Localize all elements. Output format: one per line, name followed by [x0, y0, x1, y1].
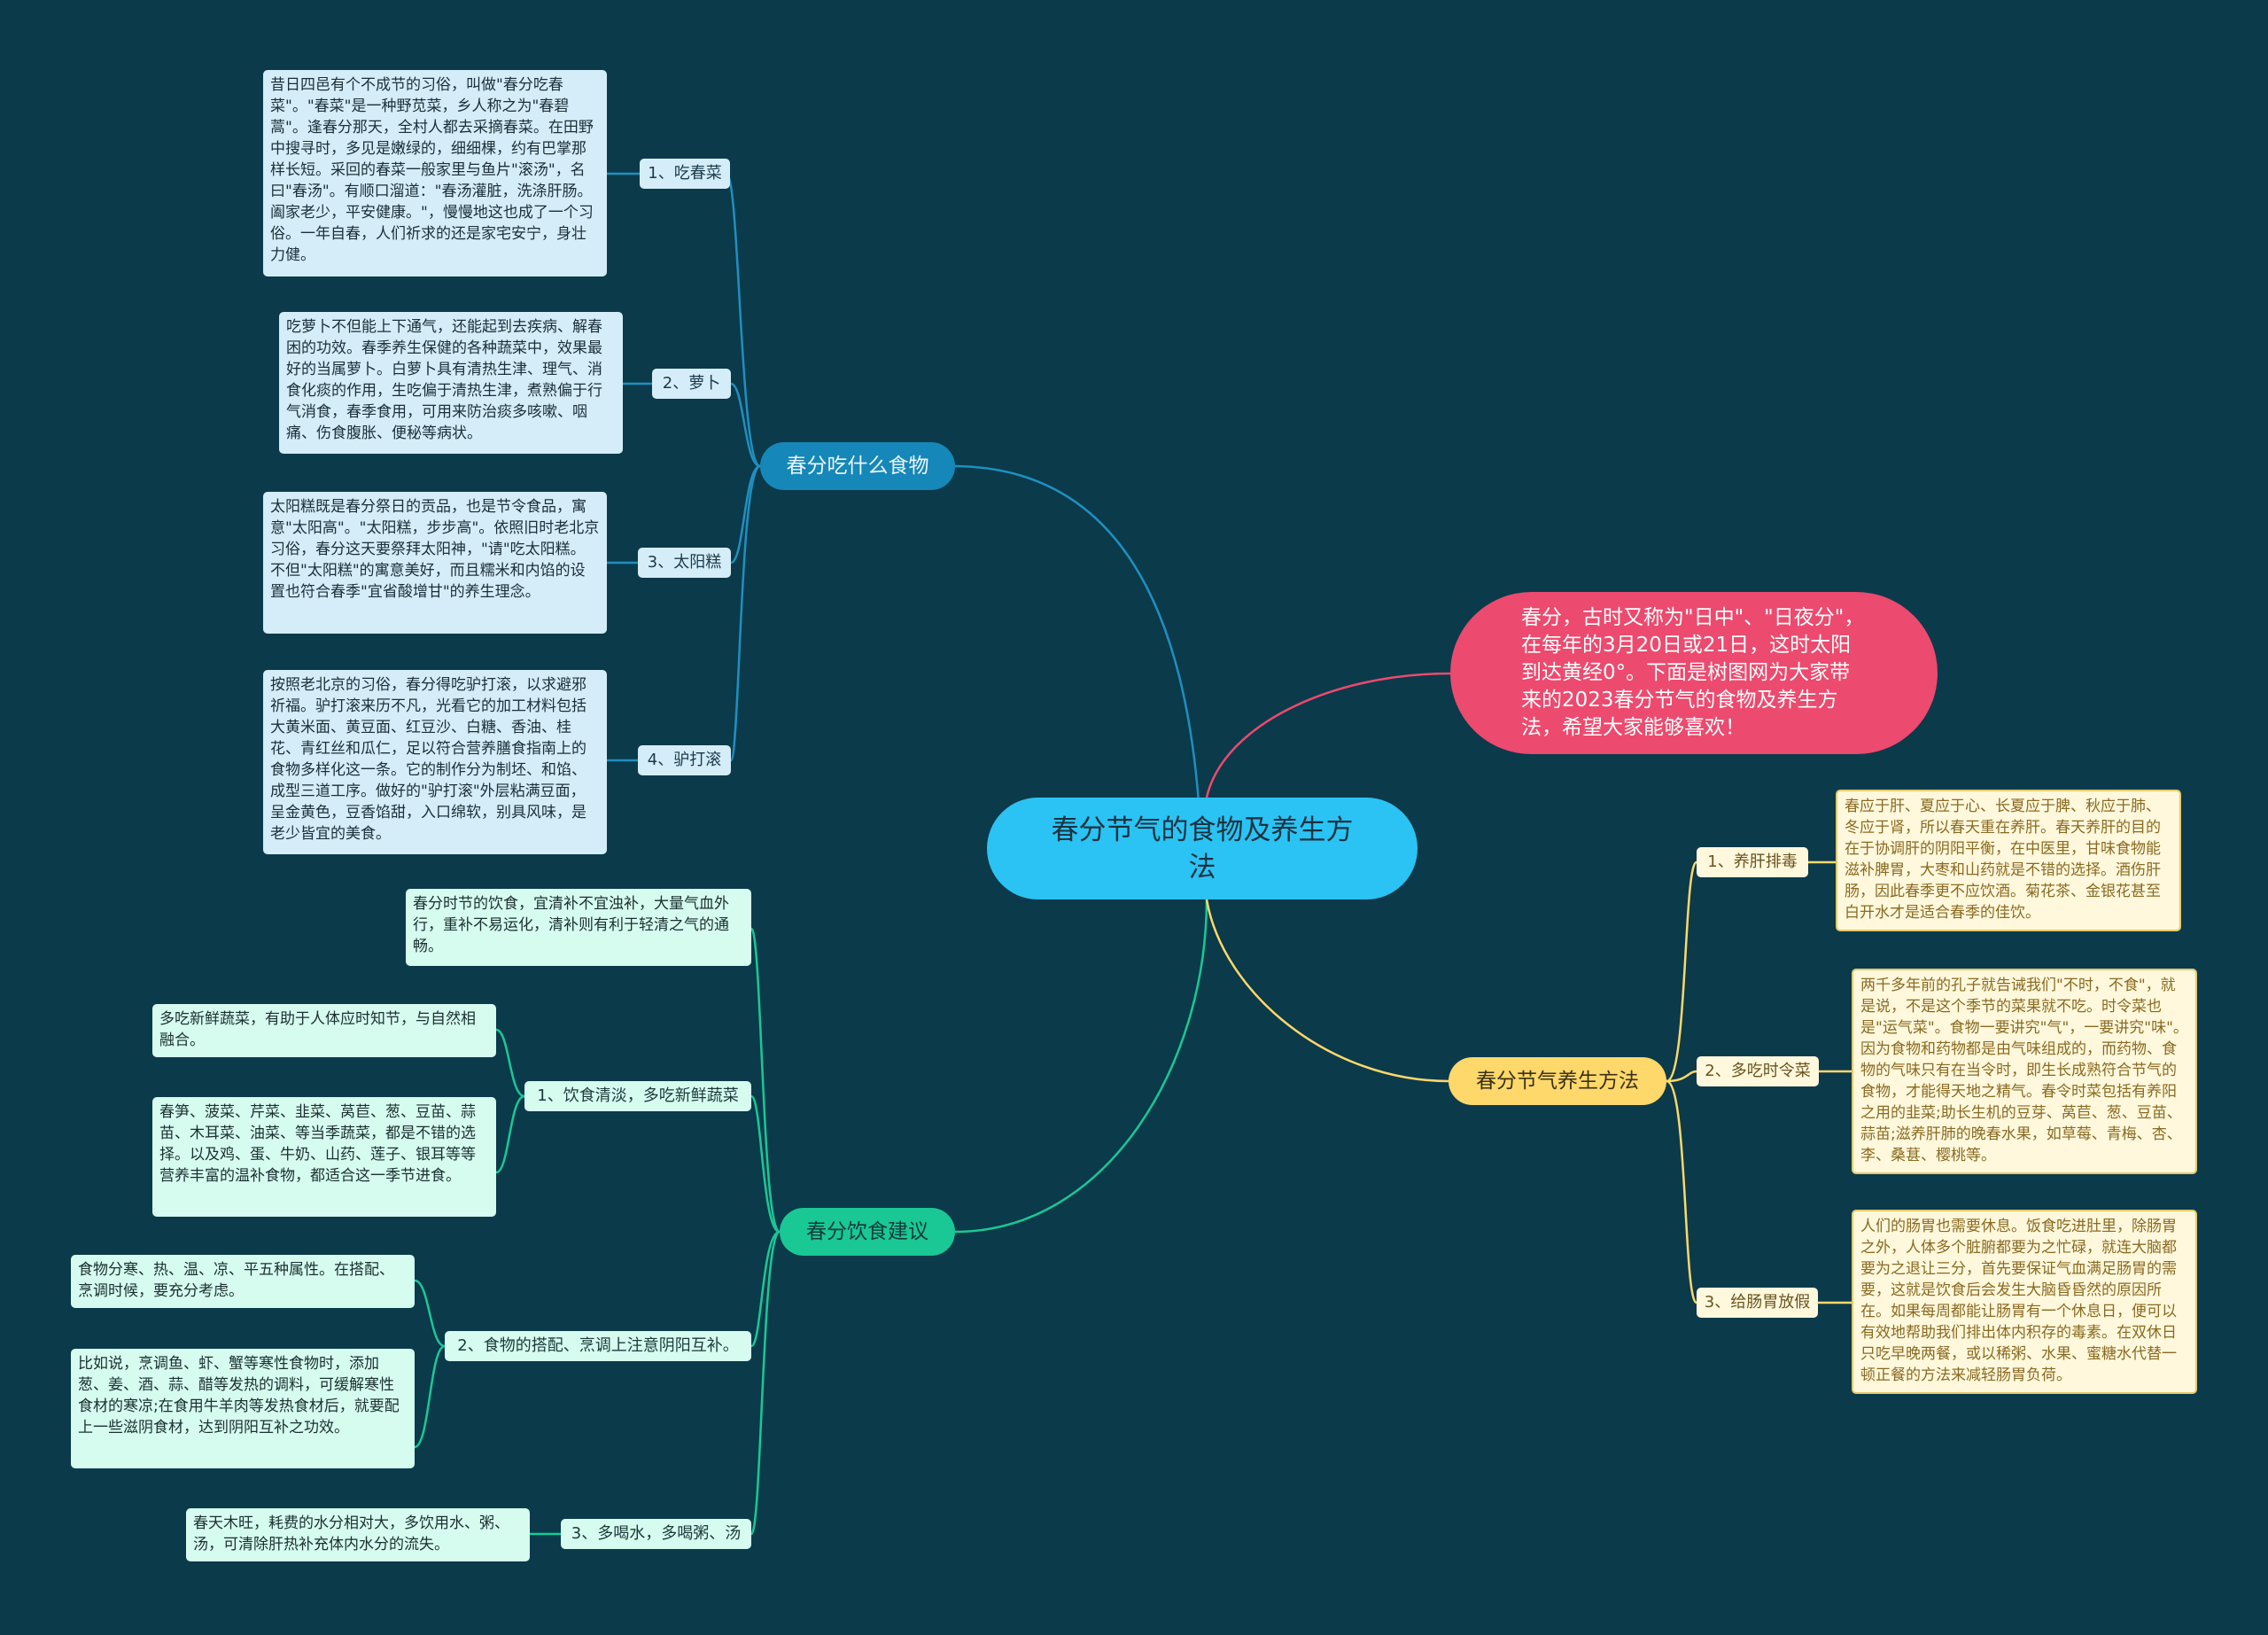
diet-leaf-3[interactable]: 春天木旺，耗费的水分相对大，多饮用水、粥、汤，可清除肝热补充体内水分的流失。: [186, 1508, 530, 1561]
health-sub-3[interactable]: 3、给肠胃放假: [1697, 1288, 1818, 1318]
food-sub-3[interactable]: 3、太阳糕: [638, 548, 731, 578]
branch-food[interactable]: 春分吃什么食物: [760, 442, 955, 490]
diet-leaf-1a[interactable]: 多吃新鲜蔬菜，有助于人体应时知节，与自然相融合。: [152, 1004, 496, 1057]
food-leaf-1[interactable]: 昔日四邑有个不成节的习俗，叫做"春分吃春菜"。"春菜"是一种野苋菜，乡人称之为"…: [263, 70, 607, 276]
diet-leaf-2a[interactable]: 食物分寒、热、温、凉、平五种属性。在搭配、烹调时候，要充分考虑。: [71, 1255, 415, 1308]
branch-diet[interactable]: 春分饮食建议: [780, 1208, 955, 1256]
food-leaf-2[interactable]: 吃萝卜不但能上下通气，还能起到去疾病、解春困的功效。春季养生保健的各种蔬菜中，效…: [279, 312, 623, 454]
diet-leaf-intro[interactable]: 春分时节的饮食，宜清补不宜浊补，大量气血外行，重补不易运化，清补则有利于轻清之气…: [406, 889, 751, 966]
intro-node[interactable]: 春分，古时又称为"日中"、"日夜分"，在每年的3月20日或21日，这时太阳到达黄…: [1450, 592, 1938, 754]
root-topic[interactable]: 春分节气的食物及养生方法: [987, 798, 1418, 899]
health-leaf-1[interactable]: 春应于肝、夏应于心、长夏应于脾、秋应于肺、冬应于肾，所以春天重在养肝。春天养肝的…: [1836, 790, 2181, 931]
branch-health[interactable]: 春分节气养生方法: [1449, 1057, 1666, 1105]
diet-sub-3[interactable]: 3、多喝水，多喝粥、汤: [561, 1519, 751, 1549]
diet-leaf-1b[interactable]: 春笋、菠菜、芹菜、韭菜、莴苣、葱、豆苗、蒜苗、木耳菜、油菜、等当季蔬菜，都是不错…: [152, 1097, 496, 1217]
health-leaf-2[interactable]: 两千多年前的孔子就告诫我们"不时，不食"，就是说，不是这个季节的菜果就不吃。时令…: [1852, 969, 2197, 1174]
health-sub-1[interactable]: 1、养肝排毒: [1697, 847, 1808, 877]
food-sub-1[interactable]: 1、吃春菜: [640, 159, 730, 189]
diet-leaf-2b[interactable]: 比如说，烹调鱼、虾、蟹等寒性食物时，添加葱、姜、酒、蒜、醋等发热的调料，可缓解寒…: [71, 1349, 415, 1468]
diet-sub-1[interactable]: 1、饮食清淡，多吃新鲜蔬菜: [524, 1081, 751, 1111]
food-sub-2[interactable]: 2、萝卜: [652, 369, 731, 399]
diet-sub-2[interactable]: 2、食物的搭配、烹调上注意阴阳互补。: [445, 1331, 751, 1361]
health-sub-2[interactable]: 2、多吃时令菜: [1697, 1056, 1819, 1086]
health-leaf-3[interactable]: 人们的肠胃也需要休息。饭食吃进肚里，除肠胃之外，人体多个脏腑都要为之忙碌，就连大…: [1852, 1210, 2197, 1394]
food-sub-4[interactable]: 4、驴打滚: [638, 745, 731, 775]
food-leaf-4[interactable]: 按照老北京的习俗，春分得吃驴打滚，以求避邪祈福。驴打滚来历不凡，光看它的加工材料…: [263, 670, 607, 854]
food-leaf-3[interactable]: 太阳糕既是春分祭日的贡品，也是节令食品，寓意"太阳高"。"太阳糕，步步高"。依照…: [263, 492, 607, 634]
